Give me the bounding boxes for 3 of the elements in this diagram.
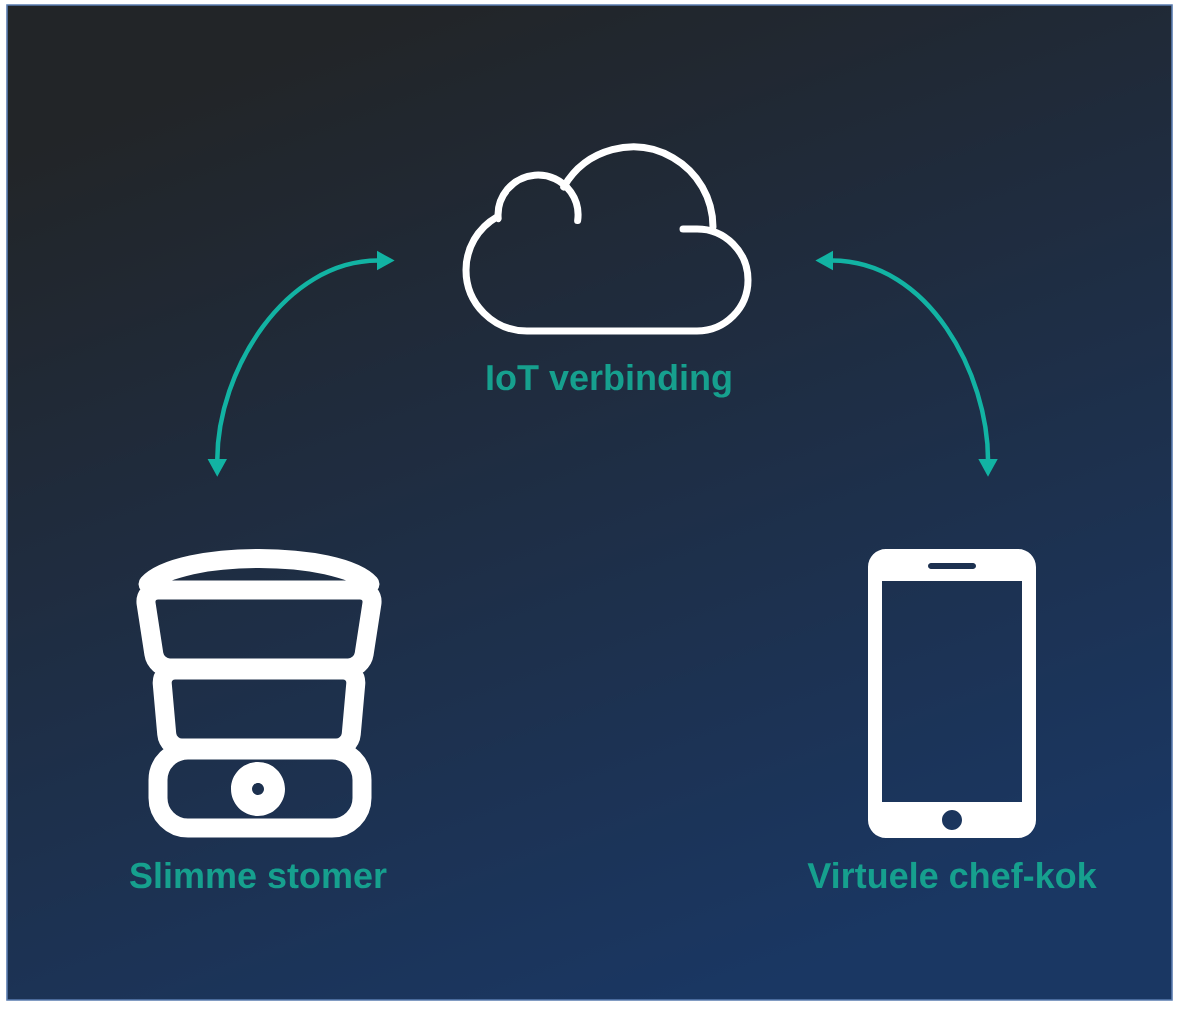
node-label: Virtuele chef-kok <box>807 861 1097 889</box>
node-label: IoT verbinding <box>487 363 731 398</box>
node-label: Slimme stomer <box>130 861 387 889</box>
